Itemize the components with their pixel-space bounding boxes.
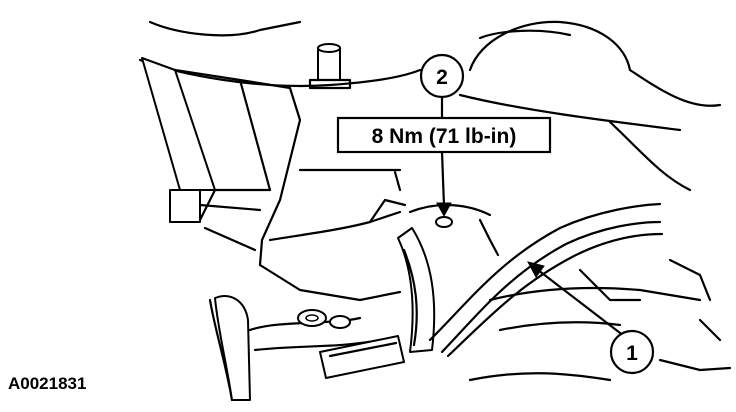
torque-spec-label: 8 Nm (71 lb-in) <box>372 125 517 148</box>
leader-arrow-2 <box>436 96 452 218</box>
figure-id: A0021831 <box>8 374 86 393</box>
torque-spec-box: 8 Nm (71 lb-in) <box>336 116 552 154</box>
callout-2: 2 <box>419 53 465 99</box>
callout-1: 1 <box>609 329 655 375</box>
callout-2-label: 2 <box>436 66 448 89</box>
engine-line-art <box>138 20 732 402</box>
leader-arrow-1 <box>527 261 626 338</box>
callout-1-label: 1 <box>626 342 638 365</box>
